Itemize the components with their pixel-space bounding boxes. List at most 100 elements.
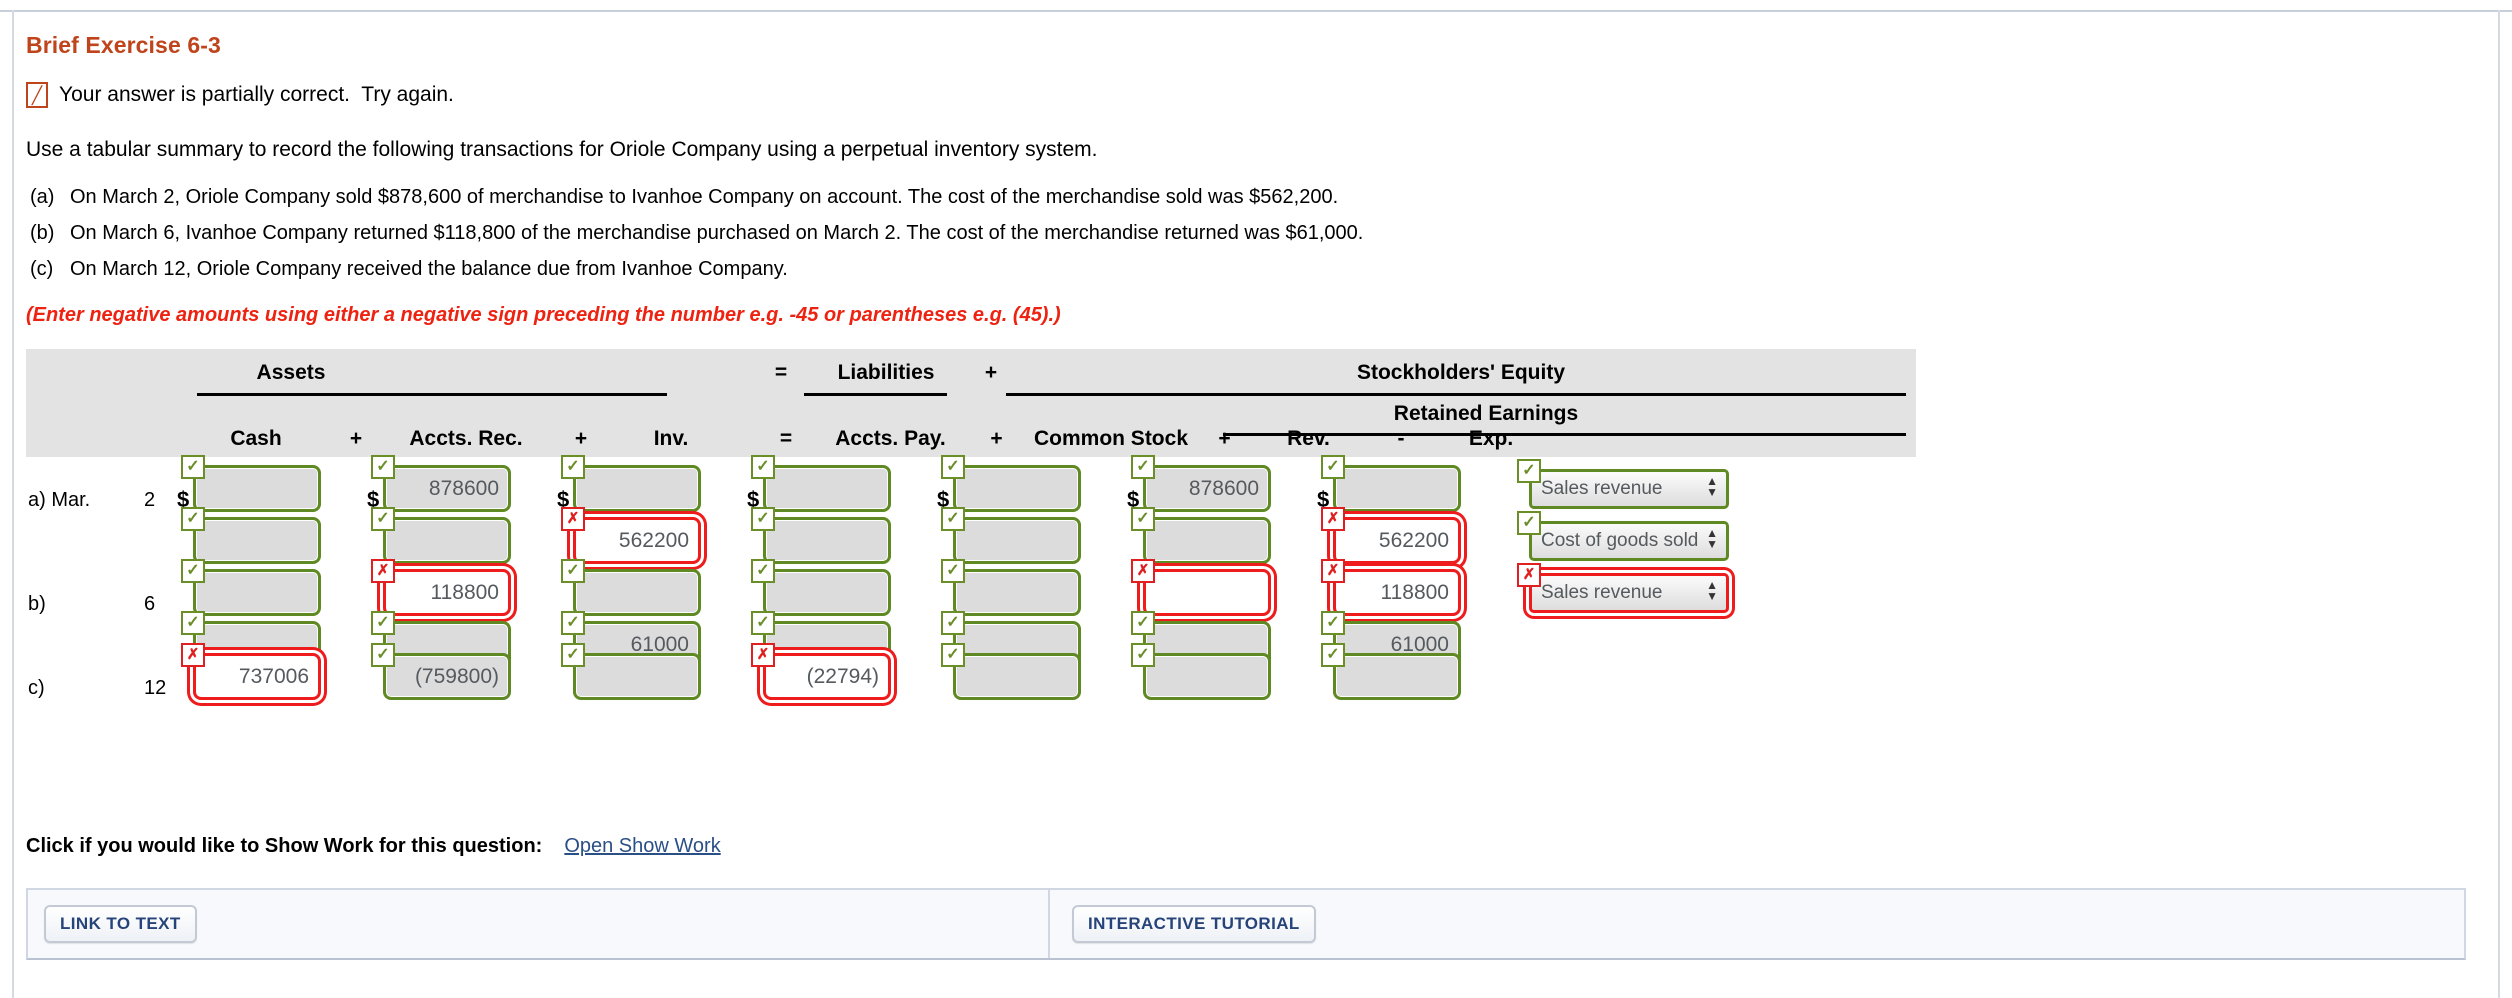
col-header-common-stock: Common Stock <box>1033 427 1188 450</box>
amount-input[interactable]: (759800) <box>383 653 511 700</box>
amount-input[interactable] <box>383 517 511 564</box>
amount-input[interactable] <box>1143 517 1271 564</box>
list-item: (a) On March 2, Oriole Company sold $878… <box>26 186 2486 209</box>
amount-input[interactable] <box>573 653 701 700</box>
feedback-banner: ╱ Your answer is partially correct. Try … <box>26 82 2486 108</box>
accounting-equation-table: Assets = Liabilities + Stockholders' Equ… <box>26 349 1916 809</box>
open-show-work-link[interactable]: Open Show Work <box>564 835 721 857</box>
col-header-accts-pay: Accts. Pay. <box>835 427 946 450</box>
action-bar: LINK TO TEXT INTERACTIVE TUTORIAL <box>26 888 2466 960</box>
correct-icon: ✓ <box>371 611 395 635</box>
col-header-minus: - <box>1397 427 1405 450</box>
amount-input[interactable] <box>193 517 321 564</box>
correct-icon: ✓ <box>181 559 205 583</box>
correct-icon: ✓ <box>1321 611 1345 635</box>
page-title: Brief Exercise 6-3 <box>26 32 221 58</box>
col-header-cash: Cash <box>230 427 282 450</box>
amount-input[interactable] <box>953 653 1081 700</box>
amount-input[interactable]: 61000 <box>1333 621 1461 668</box>
amount-input[interactable] <box>193 465 321 512</box>
correct-icon: ✓ <box>941 455 965 479</box>
row-date: 2 <box>144 489 156 511</box>
correct-icon: ✓ <box>1517 459 1541 483</box>
list-item-label: (b) <box>30 222 55 244</box>
amount-input[interactable] <box>953 465 1081 512</box>
table-header: Assets = Liabilities + Stockholders' Equ… <box>26 349 1916 457</box>
action-bar-right: INTERACTIVE TUTORIAL <box>1050 890 2464 958</box>
col-header-plus-a: + <box>349 427 363 450</box>
account-select-value: Cost of goods sold <box>1541 530 1699 551</box>
show-work-row: Click if you would like to Show Work for… <box>26 835 2486 858</box>
amount-input[interactable] <box>953 569 1081 616</box>
interactive-tutorial-button[interactable]: INTERACTIVE TUTORIAL <box>1072 905 1316 943</box>
amount-input[interactable] <box>573 465 701 512</box>
amount-input[interactable] <box>573 569 701 616</box>
amount-input[interactable] <box>763 517 891 564</box>
correct-icon: ✓ <box>561 559 585 583</box>
account-select[interactable]: Sales revenue▲▼ <box>1529 469 1729 509</box>
page-top-rule <box>0 0 2512 12</box>
spinner-updown-icon[interactable]: ▲▼ <box>1706 578 1718 603</box>
row-date: 6 <box>144 593 156 615</box>
rule-liabilities <box>804 393 947 396</box>
list-item-label: (c) <box>30 258 54 280</box>
correct-icon: ✓ <box>1321 643 1345 667</box>
row-label: a) Mar. <box>28 489 91 511</box>
amount-input[interactable] <box>1143 653 1271 700</box>
correct-icon: ✓ <box>751 455 775 479</box>
incorrect-icon: ✗ <box>1321 559 1345 583</box>
header-liabilities: Liabilities <box>837 361 935 384</box>
col-header-accts-rec: Accts. Rec. <box>409 427 523 450</box>
amount-input[interactable] <box>763 465 891 512</box>
correct-icon: ✓ <box>561 643 585 667</box>
list-item: (b) On March 6, Ivanhoe Company returned… <box>26 222 2486 245</box>
amount-input[interactable] <box>953 517 1081 564</box>
correct-icon: ✓ <box>561 611 585 635</box>
correct-icon: ✓ <box>1131 643 1155 667</box>
spinner-updown-icon[interactable]: ▲▼ <box>1706 474 1718 499</box>
negative-amount-note: (Enter negative amounts using either a n… <box>26 304 1061 326</box>
correct-icon: ✓ <box>751 507 775 531</box>
amount-input[interactable]: 118800 <box>383 569 511 616</box>
correct-icon: ✓ <box>561 455 585 479</box>
correct-icon: ✓ <box>181 455 205 479</box>
amount-input[interactable]: 878600 <box>1143 465 1271 512</box>
amount-input[interactable] <box>1143 569 1271 616</box>
transaction-list: (a) On March 2, Oriole Company sold $878… <box>26 186 2486 281</box>
page-left-rule <box>12 10 14 998</box>
account-select[interactable]: Sales revenue▲▼ <box>1529 573 1729 613</box>
amount-input[interactable]: 118800 <box>1333 569 1461 616</box>
amount-input[interactable] <box>1333 465 1461 512</box>
account-select[interactable]: Cost of goods sold ▲▼ <box>1529 521 1729 561</box>
row-date: 12 <box>144 677 167 699</box>
incorrect-icon: ✗ <box>1321 507 1345 531</box>
amount-input[interactable]: 737006 <box>193 653 321 700</box>
amount-input[interactable]: 562200 <box>573 517 701 564</box>
amount-input[interactable] <box>1333 653 1461 700</box>
correct-icon: ✓ <box>181 611 205 635</box>
incorrect-icon: ✗ <box>1131 559 1155 583</box>
amount-input[interactable] <box>763 569 891 616</box>
amount-input[interactable]: (22794) <box>763 653 891 700</box>
correct-icon: ✓ <box>1517 511 1541 535</box>
incorrect-icon: ✗ <box>561 507 585 531</box>
rule-assets <box>197 393 667 396</box>
show-work-label: Click if you would like to Show Work for… <box>26 835 543 857</box>
dollar-sign: $ <box>937 487 950 512</box>
rule-stockholders-equity <box>1006 393 1906 396</box>
col-header-plus-c: + <box>990 427 1003 450</box>
amount-input[interactable]: 878600 <box>383 465 511 512</box>
spinner-updown-icon[interactable]: ▲▼ <box>1706 526 1718 551</box>
col-header-exp: Exp. <box>1468 427 1514 450</box>
correct-icon: ✓ <box>941 643 965 667</box>
correct-icon: ✓ <box>1131 611 1155 635</box>
dollar-sign: $ <box>747 487 760 512</box>
correct-icon: ✓ <box>1131 455 1155 479</box>
page-content: Brief Exercise 6-3 ╱ Your answer is part… <box>26 14 2486 960</box>
amount-input[interactable] <box>193 569 321 616</box>
dollar-sign: $ <box>367 487 380 512</box>
list-item-text: On March 12, Oriole Company received the… <box>70 258 788 280</box>
amount-input[interactable]: 562200 <box>1333 517 1461 564</box>
dollar-sign: $ <box>177 487 190 512</box>
link-to-text-button[interactable]: LINK TO TEXT <box>44 905 197 943</box>
